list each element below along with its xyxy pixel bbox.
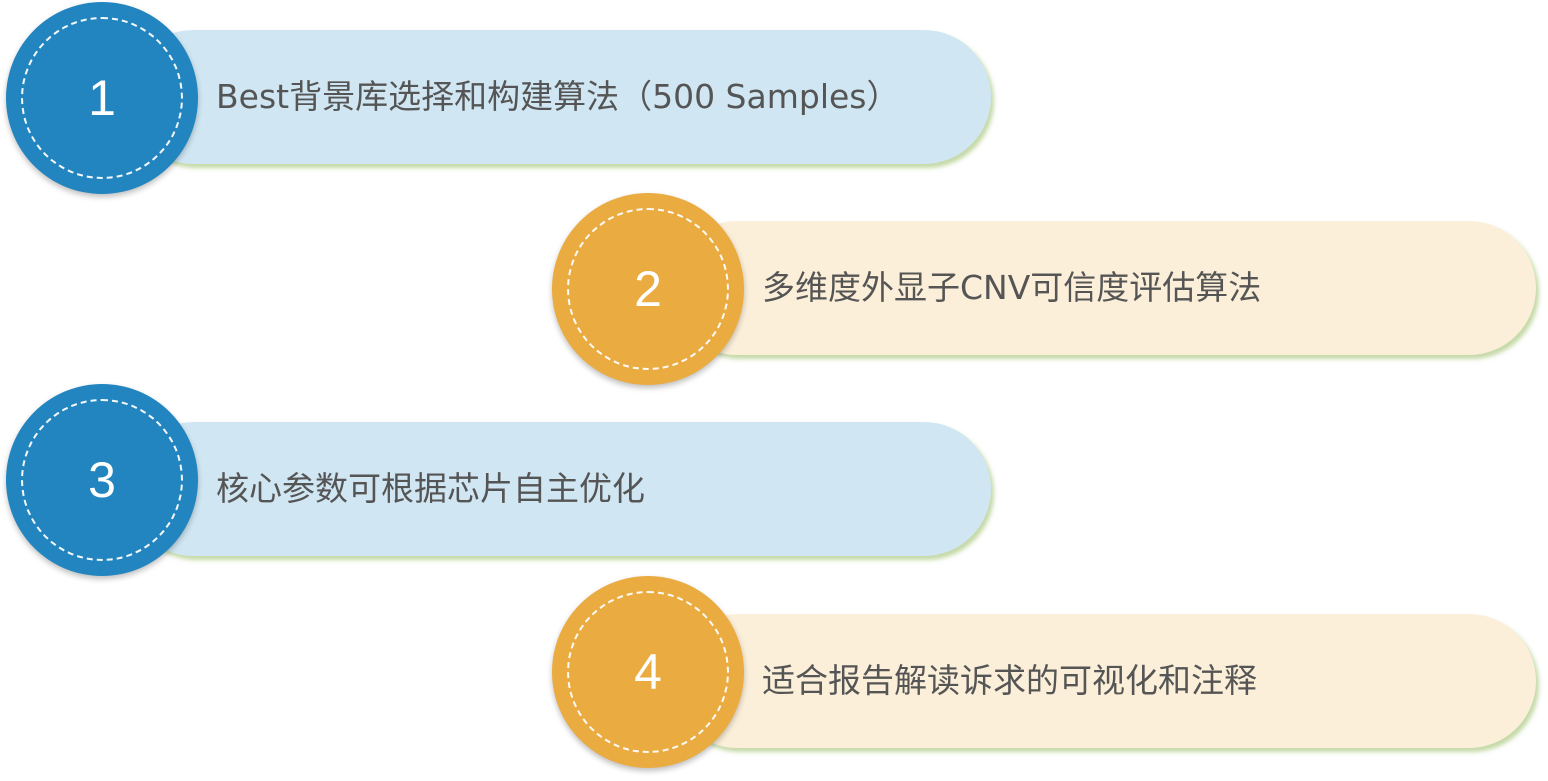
feature-text-4: 适合报告解读诉求的可视化和注释 xyxy=(762,661,1257,700)
feature-banner-3: 核心参数可根据芯片自主优化 xyxy=(126,422,991,556)
feature-text-3: 核心参数可根据芯片自主优化 xyxy=(216,469,645,508)
feature-item-4: 适合报告解读诉求的可视化和注释 4 xyxy=(552,576,1542,770)
number-label-3: 3 xyxy=(88,452,116,508)
number-badge-4: 4 xyxy=(552,576,744,768)
feature-item-2: 多维度外显子CNV可信度评估算法 2 xyxy=(552,193,1542,387)
number-label-1: 1 xyxy=(88,70,116,126)
dashed-ring xyxy=(21,17,183,179)
feature-text-2: 多维度外显子CNV可信度评估算法 xyxy=(762,268,1262,307)
number-badge-1: 1 xyxy=(6,2,198,194)
number-label-2: 2 xyxy=(634,261,662,317)
number-badge-3: 3 xyxy=(6,384,198,576)
feature-item-3: 核心参数可根据芯片自主优化 3 xyxy=(6,384,996,578)
dashed-ring xyxy=(21,399,183,561)
feature-banner-1: Best背景库选择和构建算法（500 Samples） xyxy=(126,30,991,164)
feature-banner-4: 适合报告解读诉求的可视化和注释 xyxy=(670,614,1536,748)
feature-banner-2: 多维度外显子CNV可信度评估算法 xyxy=(670,221,1536,355)
dashed-ring xyxy=(567,208,729,370)
dashed-ring xyxy=(567,591,729,753)
feature-item-1: Best背景库选择和构建算法（500 Samples） 1 xyxy=(6,2,996,196)
feature-text-1: Best背景库选择和构建算法（500 Samples） xyxy=(216,77,900,116)
number-badge-2: 2 xyxy=(552,193,744,385)
number-label-4: 4 xyxy=(634,644,662,700)
